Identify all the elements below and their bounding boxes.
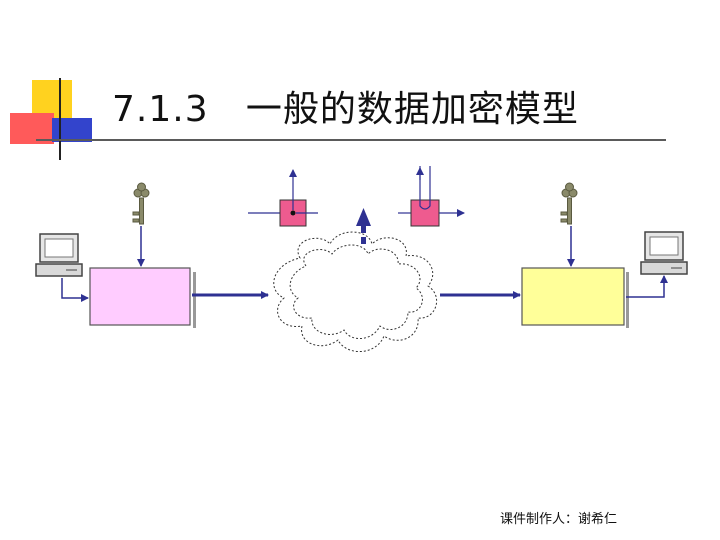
decryption-box-shadow [626,272,629,328]
decor-square-red [10,113,54,144]
interception-arrow [356,208,371,244]
decryption-key-icon [560,182,578,225]
active-intruder-loop [419,166,431,210]
network-cloud-icon [273,231,438,352]
decryption-box [521,267,625,326]
decrypt-to-receiver-arrow [626,275,668,298]
encryption-box-shadow [193,272,196,328]
encryption-key-icon [132,182,150,225]
decor-square-blue [52,118,92,142]
active-intruder-box [410,199,440,227]
sender-to-encrypt-arrow [61,278,89,302]
decor-vertical-bar [59,78,61,160]
sender-computer-icon [35,233,83,277]
encryption-box [89,267,191,326]
intruder-tap-point [290,210,296,216]
author-credit: 课件制作人：谢希仁 [500,512,618,527]
page-title: 7.1.3 一般的数据加密模型 [112,89,579,130]
title-divider [36,139,666,141]
receiver-computer-icon [640,231,688,275]
